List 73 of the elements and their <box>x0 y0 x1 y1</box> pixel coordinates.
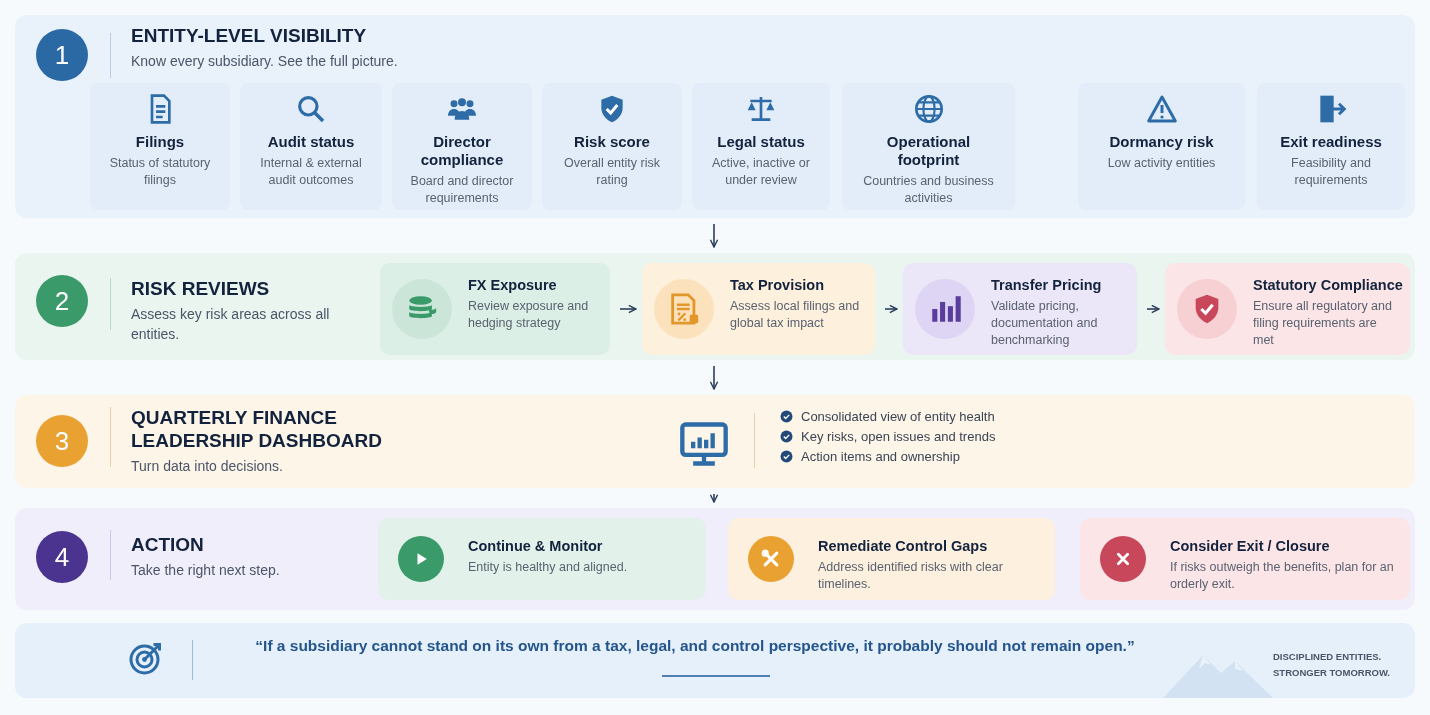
card-description: Ensure all regulatory and filing requirements are met <box>1253 298 1393 349</box>
card-title: FX Exposure <box>468 277 558 293</box>
card-title: Transfer Pricing <box>991 277 1103 293</box>
metric-card <box>542 83 682 210</box>
card-description: Entity is healthy and aligned. <box>468 559 629 576</box>
card-description: Validate pricing, documentation and benchmarking <box>991 298 1099 349</box>
arrow <box>619 304 637 314</box>
review-card <box>642 263 875 355</box>
section-panel <box>15 508 1415 610</box>
card-title: Director compliance <box>419 133 505 169</box>
card-title: Consider Exit / Closure <box>1170 538 1331 554</box>
step-number: 1 <box>36 29 88 81</box>
card-title: Tax Provision <box>730 277 825 293</box>
metric-card <box>392 83 532 210</box>
metric-card <box>842 83 1015 210</box>
card-description: Review exposure and hedging strategy <box>468 298 590 332</box>
arrow <box>709 493 719 503</box>
section-panel <box>15 15 1415 218</box>
card-title: Remediate Control Gaps <box>818 538 989 554</box>
card-title: Continue & Monitor <box>468 538 604 554</box>
section-heading: ACTION <box>131 534 205 557</box>
quote-text: “If a subsidiary cannot stand on its own from a tax, legal, and control perspective, it probably should not remain open.” <box>254 637 1136 655</box>
tagline: DISCIPLINED ENTITIES. STRONGER TOMORROW. <box>1273 650 1391 681</box>
section-panel <box>15 253 1415 360</box>
metric-card <box>692 83 830 210</box>
review-card <box>903 263 1137 355</box>
card-title: Dormancy risk <box>1109 133 1214 151</box>
arrow <box>884 304 898 314</box>
card-description: Low activity entities <box>1107 155 1216 172</box>
section-subtitle: Know every subsidiary. See the full picture. <box>131 52 399 71</box>
review-card <box>1165 263 1410 355</box>
card-title: Filings <box>135 133 185 151</box>
section-heading: QUARTERLY FINANCE LEADERSHIP DASHBOARD <box>131 407 383 453</box>
card-description: Status of statutory filings <box>108 155 212 189</box>
metric-card <box>1257 83 1405 210</box>
section-subtitle: Assess key risk areas across all entities. <box>131 305 331 344</box>
metric-card <box>1078 83 1245 210</box>
section-subtitle: Take the right next step. <box>131 561 281 580</box>
review-card <box>1080 518 1410 600</box>
bullet-text: Key risks, open issues and trends <box>801 429 996 444</box>
bullet-text: Consolidated view of entity health <box>801 409 995 424</box>
arrow <box>709 223 719 248</box>
card-description: Active, inactive or under review <box>711 155 811 189</box>
card-description: Assess local filings and global tax impact <box>730 298 861 332</box>
section-heading: ENTITY-LEVEL VISIBILITY <box>131 25 368 48</box>
card-description: Address identified risks with clear timelines. <box>818 559 1004 593</box>
card-title: Exit readiness <box>1280 133 1382 151</box>
card-description: If risks outweigh the benefits, plan for an orderly exit. <box>1170 559 1395 593</box>
card-title: Statutory Compliance <box>1253 277 1402 293</box>
step-number: 4 <box>36 531 88 583</box>
review-card <box>728 518 1055 600</box>
metric-card <box>90 83 230 210</box>
step-number: 3 <box>36 415 88 467</box>
section-heading: RISK REVIEWS <box>131 278 271 301</box>
card-description: Overall entity risk rating <box>563 155 661 189</box>
section-panel <box>15 395 1415 488</box>
metric-card <box>240 83 382 210</box>
review-card <box>378 518 706 600</box>
card-title: Risk score <box>574 133 650 151</box>
section-subtitle: Turn data into decisions. <box>131 457 284 476</box>
step-number: 2 <box>36 275 88 327</box>
card-title: Legal status <box>717 133 805 151</box>
card-description: Countries and business activities <box>862 173 995 207</box>
bullet-text: Action items and ownership <box>801 449 960 464</box>
card-description: Feasibility and requirements <box>1290 155 1372 189</box>
card-description: Internal & external audit outcomes <box>259 155 363 189</box>
arrow <box>709 365 719 390</box>
card-title: Operational footprint <box>885 133 972 169</box>
card-description: Board and director requirements <box>409 173 515 207</box>
card-title: Audit status <box>267 133 355 151</box>
review-card <box>380 263 610 355</box>
quote-banner <box>15 623 1415 698</box>
arrow <box>1146 304 1160 314</box>
